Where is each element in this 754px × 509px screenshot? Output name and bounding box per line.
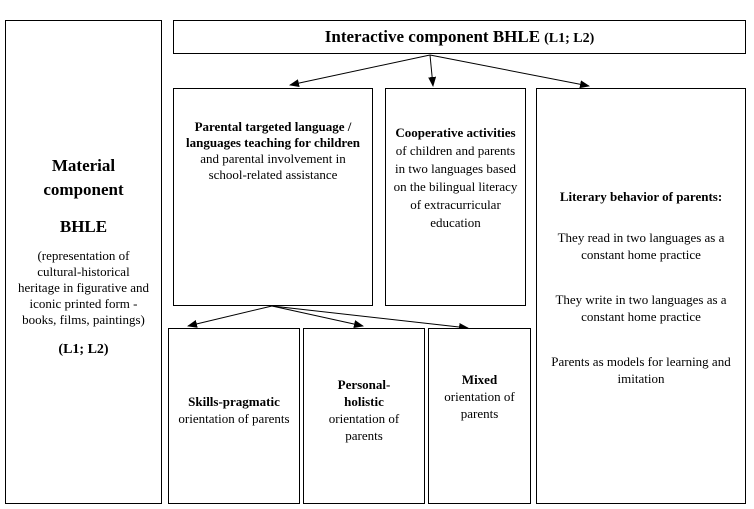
skills-pragmatic-desc: orientation of parents bbox=[178, 411, 290, 426]
cooperative-desc: of children and parents in two languages… bbox=[393, 143, 518, 230]
literary-title: Literary behavior of parents: bbox=[559, 188, 723, 204]
material-bhle: BHLE bbox=[59, 217, 108, 236]
material-description: (representation of cultural-historical h… bbox=[17, 248, 150, 327]
literary-item-write: They write in two languages as a constan… bbox=[555, 291, 727, 324]
skills-pragmatic-title: Skills-pragmatic bbox=[188, 394, 280, 409]
literary-behavior-box: Literary behavior of parents: They read … bbox=[536, 88, 746, 504]
material-component-box: Material component BHLE (representation … bbox=[5, 20, 162, 504]
material-title-line1: Material bbox=[51, 156, 116, 175]
arrow-to-mixed bbox=[271, 305, 469, 331]
parental-teaching-title: Parental targeted language / languages t… bbox=[186, 119, 360, 150]
mixed-box: Mixed orientation of parents bbox=[428, 328, 531, 504]
literary-item-read: They read in two languages as a constant… bbox=[557, 229, 725, 262]
mixed-desc: orientation of parents bbox=[444, 388, 515, 421]
skills-pragmatic-box: Skills-pragmatic orientation of parents bbox=[168, 328, 300, 504]
material-languages: (L1; L2) bbox=[58, 342, 109, 357]
personal-holistic-box: Personal-holistic orientation of parents bbox=[303, 328, 425, 504]
interactive-languages: (L1; L2) bbox=[544, 31, 595, 46]
arrow-to-personal bbox=[271, 305, 364, 328]
arrow-to-skills bbox=[187, 305, 273, 328]
arrow-to-literary bbox=[429, 54, 590, 89]
arrow-to-parental bbox=[289, 54, 431, 88]
interactive-component-box: Interactive component BHLE (L1; L2) bbox=[173, 20, 746, 54]
personal-holistic-desc: orientation of parents bbox=[328, 411, 400, 443]
cooperative-activities-box: Cooperative activities of children and p… bbox=[385, 88, 526, 306]
mixed-title: Mixed bbox=[461, 371, 498, 387]
arrow-to-cooperative bbox=[428, 54, 437, 87]
material-title: Material component bbox=[12, 154, 155, 202]
material-title-line2: component bbox=[43, 180, 124, 199]
parental-teaching-desc: and parental involvement in school-relat… bbox=[200, 151, 346, 182]
interactive-title: Interactive component BHLE bbox=[324, 27, 541, 46]
parental-teaching-box: Parental targeted language / languages t… bbox=[173, 88, 373, 306]
literary-item-models: Parents as models for learning and imita… bbox=[551, 353, 731, 386]
cooperative-title: Cooperative activities bbox=[395, 125, 516, 140]
personal-holistic-title: Personal-holistic bbox=[337, 377, 391, 409]
